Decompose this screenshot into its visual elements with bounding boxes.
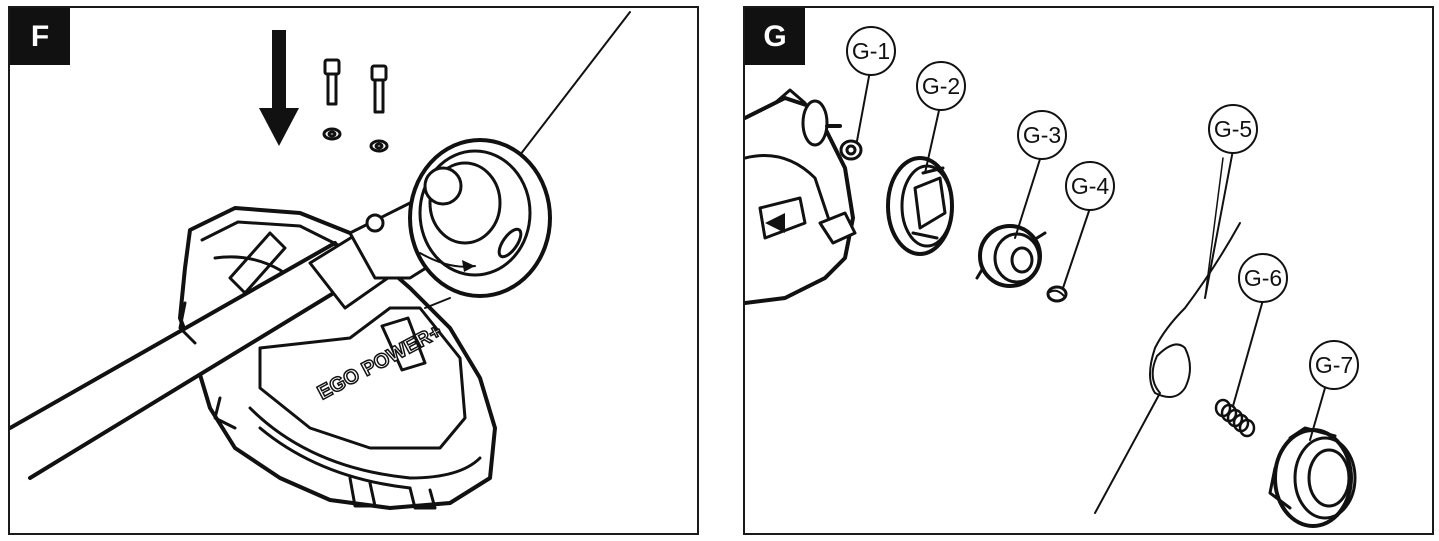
spring-part <box>1214 398 1256 438</box>
bolt-icon <box>323 58 388 114</box>
callout-g4: G-4 <box>1065 161 1115 211</box>
callout-g5: G-5 <box>1208 104 1258 154</box>
callout-g7: G-7 <box>1309 340 1359 390</box>
callout-g6: G-6 <box>1238 253 1288 303</box>
washer-icon <box>322 127 389 153</box>
panel-f: F <box>8 6 699 535</box>
down-arrow-icon <box>259 30 299 146</box>
trimmer-head-fragment <box>745 88 857 305</box>
spool-cover-part <box>886 156 954 256</box>
nut-part <box>839 139 863 161</box>
spool-part <box>975 224 1047 288</box>
trimmer-head-illustration: EGO POWER+ <box>10 11 631 510</box>
callout-g3: G-3 <box>1017 110 1067 160</box>
callout-g1: G-1 <box>846 26 896 76</box>
trimmer-line-part <box>1094 222 1241 514</box>
panel-f-badge: F <box>10 8 70 65</box>
panel-g-badge: G <box>745 8 805 65</box>
spool-exploded-view <box>745 70 1357 528</box>
callout-g2: G-2 <box>916 61 966 111</box>
bump-knob-part <box>1268 426 1357 528</box>
panel-g: G <box>743 6 1434 535</box>
